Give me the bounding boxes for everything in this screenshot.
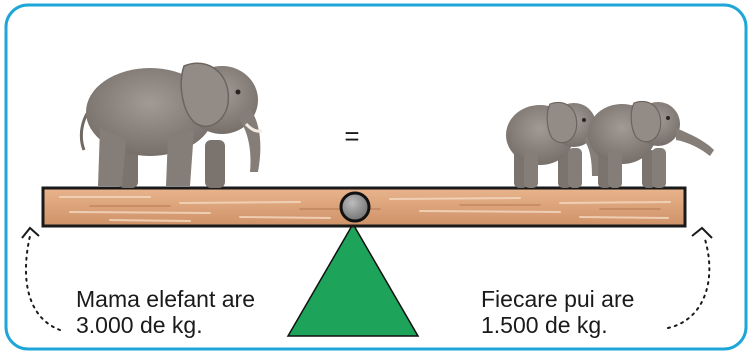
left-caption: Mama elefant are 3.000 de kg. xyxy=(76,286,255,338)
fulcrum-triangle xyxy=(288,224,418,336)
baby-elephant-icon-2 xyxy=(588,101,714,188)
right-caption-line1: Fiecare pui are xyxy=(481,286,634,312)
right-dotted-arrow xyxy=(668,228,712,328)
right-caption-line2: 1.500 de kg. xyxy=(481,312,608,338)
left-dotted-arrow xyxy=(22,228,60,330)
adult-elephant-icon xyxy=(81,63,262,188)
pivot-bolt xyxy=(341,193,369,221)
left-caption-line2: 3.000 de kg. xyxy=(76,312,203,338)
left-caption-line1: Mama elefant are xyxy=(76,286,255,312)
baby-elephant-icon-1 xyxy=(506,102,599,188)
right-caption: Fiecare pui are 1.500 de kg. xyxy=(481,286,634,338)
equal-sign: = xyxy=(344,121,359,151)
